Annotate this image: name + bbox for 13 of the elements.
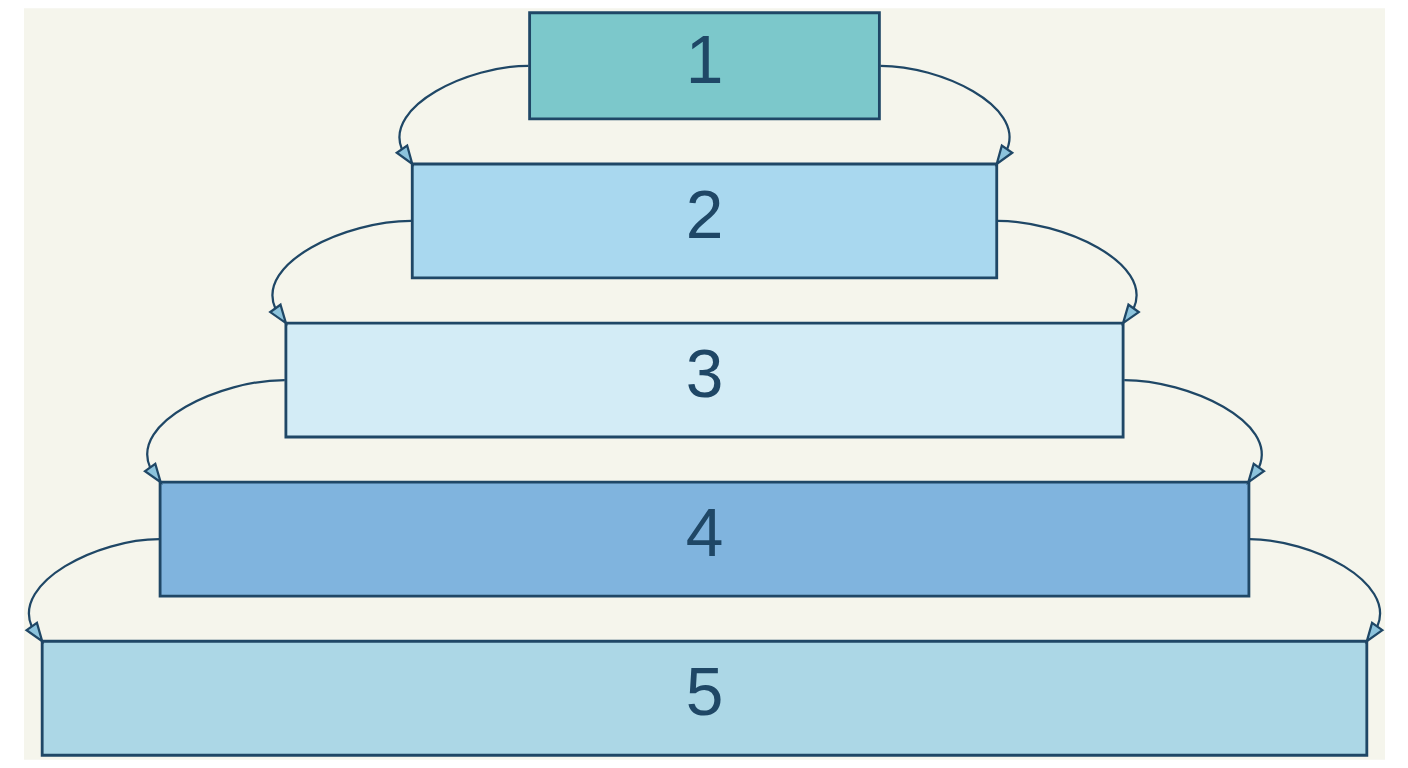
arrow	[142, 378, 285, 485]
arrow	[1248, 538, 1384, 645]
arrow	[1123, 378, 1266, 485]
arrow	[267, 219, 411, 326]
node-box: 4	[158, 480, 1250, 598]
arrow	[997, 219, 1141, 326]
arrow	[394, 64, 529, 167]
arrow	[879, 64, 1014, 167]
node-box: 2	[410, 162, 998, 280]
arrow	[24, 538, 160, 645]
node-box: 5	[40, 639, 1368, 757]
node-box: 1	[527, 11, 881, 121]
node-box: 3	[283, 321, 1124, 439]
